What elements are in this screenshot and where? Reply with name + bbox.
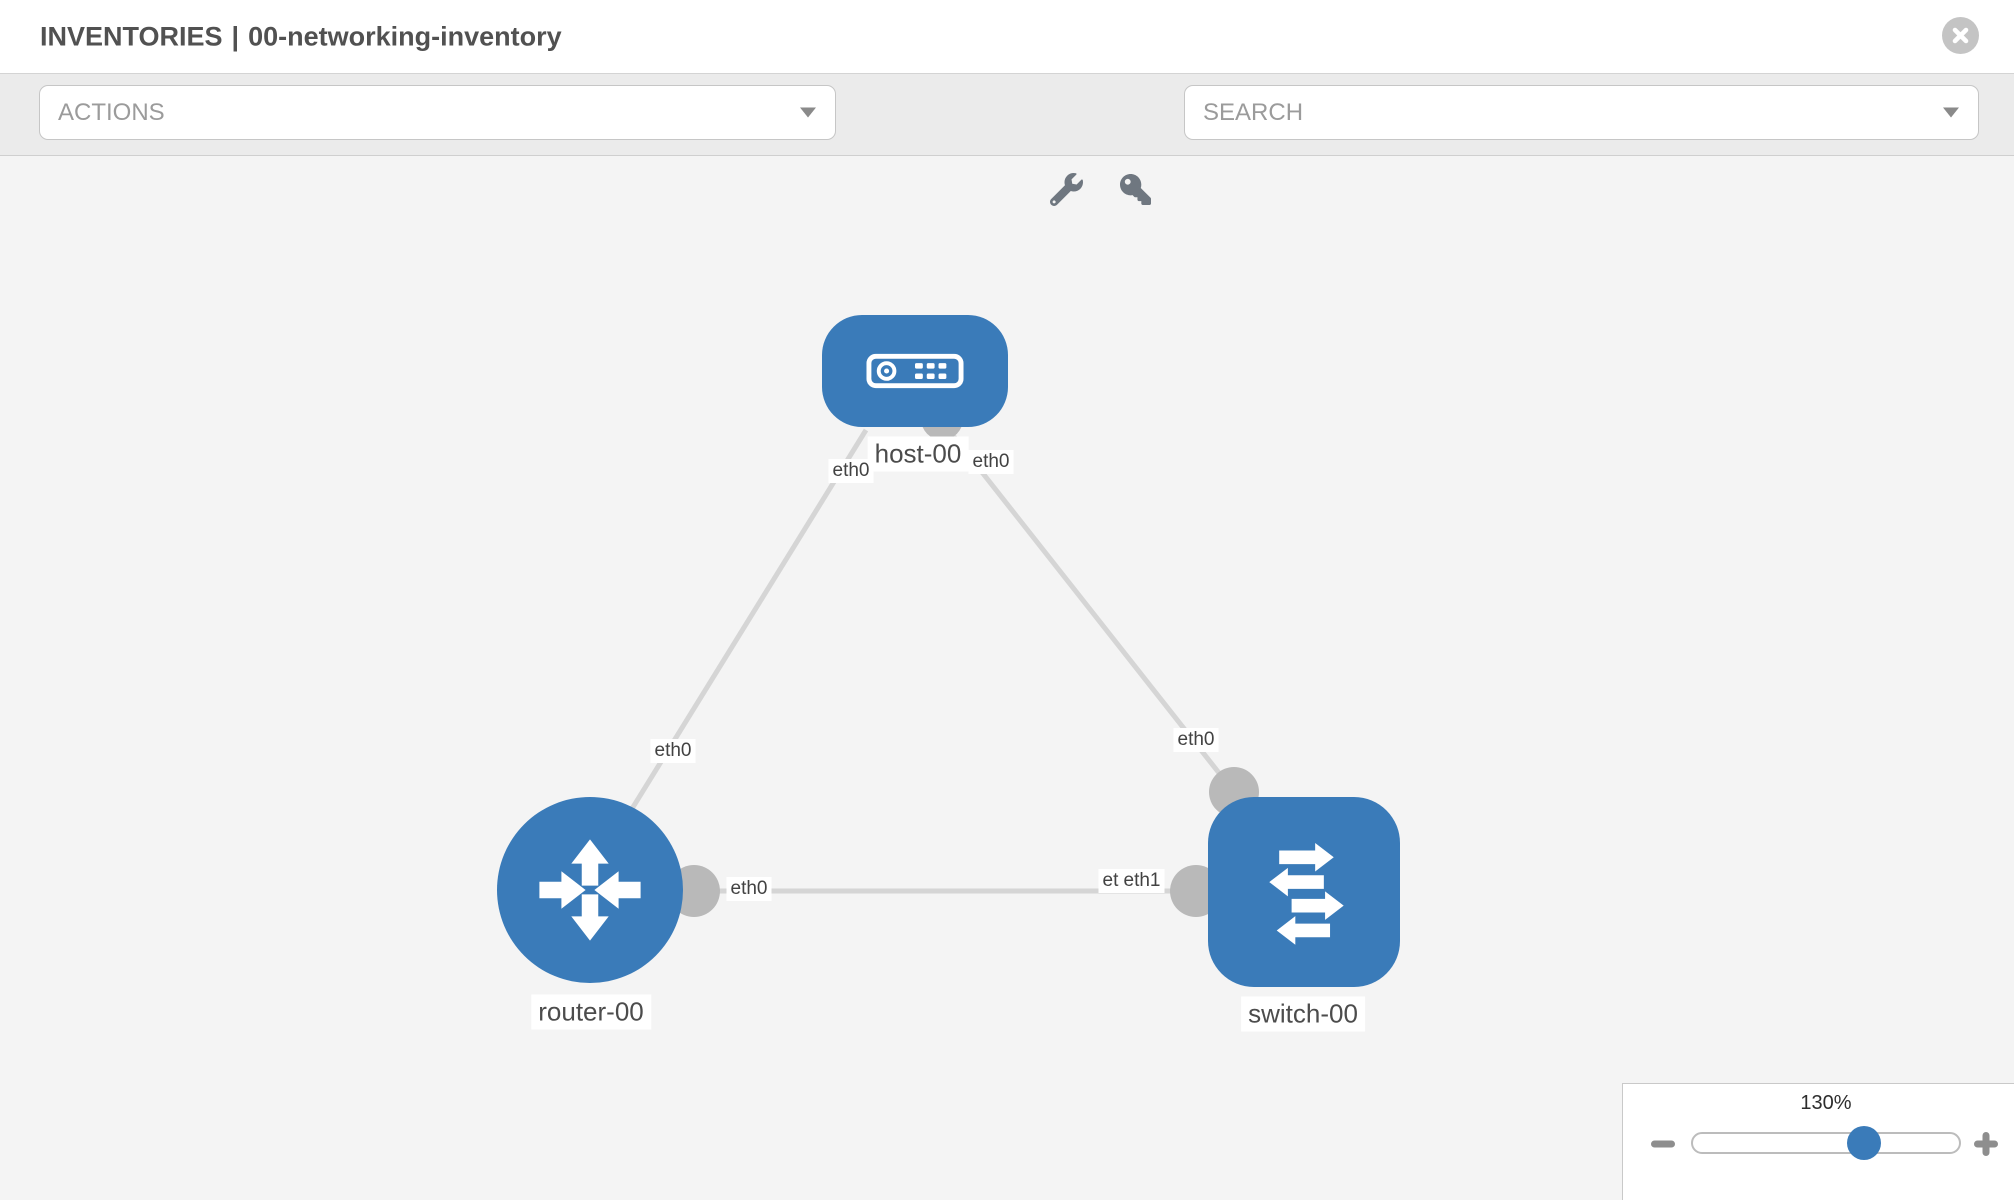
- page-title-section: INVENTORIES: [40, 21, 223, 51]
- chevron-down-icon: [800, 107, 816, 117]
- node-switch-00[interactable]: [1208, 797, 1400, 987]
- zoom-control-panel: 130%: [1622, 1083, 2014, 1200]
- wrench-icon: [1049, 172, 1083, 206]
- credentials-button[interactable]: [1117, 171, 1153, 207]
- close-icon: [1952, 27, 1969, 44]
- chevron-down-icon: [1943, 107, 1959, 117]
- topology-canvas[interactable]: [0, 156, 2014, 1200]
- minus-icon: [1651, 1140, 1675, 1148]
- actions-dropdown[interactable]: ACTIONS: [39, 85, 836, 140]
- interface-label-router-switch-router-end: eth0: [726, 877, 772, 901]
- page-title-inventory-name: 00-networking-inventory: [248, 21, 562, 51]
- page-title: INVENTORIES | 00-networking-inventory: [40, 21, 562, 52]
- zoom-in-button[interactable]: [1972, 1130, 2000, 1158]
- plus-icon: [1974, 1132, 1998, 1156]
- zoom-level-value: 130%: [1800, 1092, 1852, 1114]
- zoom-slider-thumb[interactable]: [1847, 1126, 1881, 1160]
- header-bar: INVENTORIES | 00-networking-inventory: [0, 0, 2014, 74]
- interface-label-router-switch-switch-end-over: eth1: [1119, 869, 1165, 893]
- toolbar: ACTIONS: [0, 74, 2014, 206]
- host-icon: [866, 353, 964, 389]
- key-icon: [1119, 173, 1151, 205]
- node-router-00[interactable]: [497, 797, 683, 983]
- tools-button[interactable]: [1048, 171, 1084, 207]
- interface-label-host-switch-host-end: eth0: [968, 450, 1014, 474]
- close-button[interactable]: [1942, 17, 1979, 54]
- switch-icon: [1269, 843, 1344, 945]
- interface-label-host-switch-switch-end: eth0: [1173, 728, 1219, 752]
- router-icon: [539, 839, 641, 941]
- interface-label-host-router-host-end: eth0: [828, 459, 874, 483]
- node-label-host: host-00: [867, 436, 969, 472]
- page-title-separator: |: [231, 21, 240, 51]
- node-host-00[interactable]: [822, 315, 1008, 427]
- search-input[interactable]: [1185, 86, 1978, 139]
- zoom-out-button[interactable]: [1649, 1130, 1677, 1158]
- node-label-router: router-00: [531, 994, 651, 1030]
- actions-dropdown-label: ACTIONS: [58, 98, 165, 126]
- search-combobox[interactable]: [1184, 85, 1979, 140]
- zoom-slider-track[interactable]: [1691, 1132, 1961, 1154]
- node-label-switch: switch-00: [1241, 996, 1365, 1032]
- interface-label-host-router-router-end: eth0: [650, 739, 696, 763]
